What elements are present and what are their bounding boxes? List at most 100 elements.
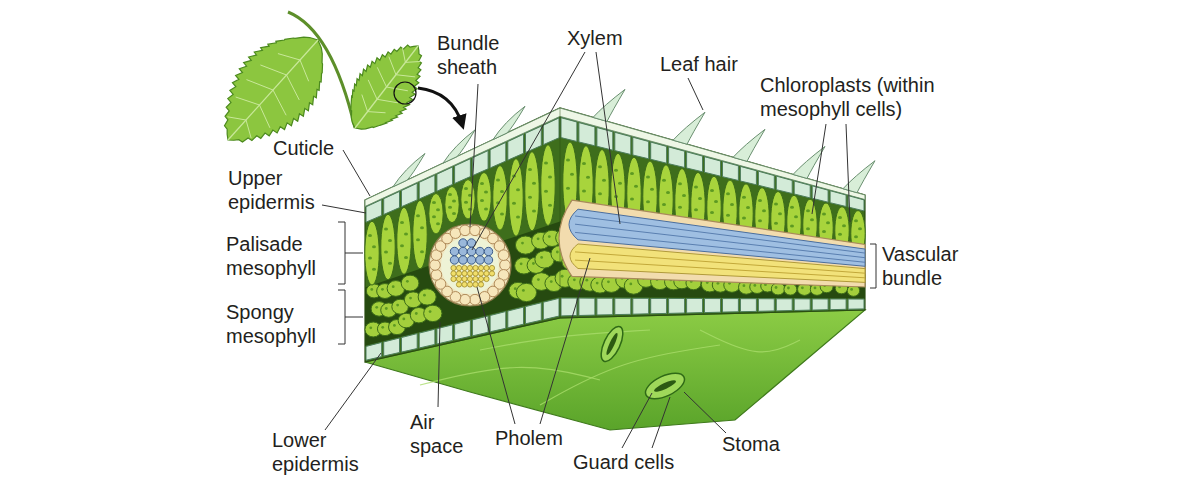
- epidermis-cell: [812, 299, 828, 310]
- palisade-cell: [477, 173, 491, 222]
- leaf-hair: [593, 89, 625, 121]
- chloroplast: [532, 182, 536, 185]
- chloroplast: [400, 244, 404, 247]
- epidermis-cell: [633, 298, 649, 314]
- chloroplast: [743, 284, 746, 287]
- epidermis-cell: [402, 334, 418, 353]
- palisade-cell: [429, 193, 443, 234]
- chloroplast: [532, 210, 536, 213]
- phloem-cell: [462, 271, 467, 276]
- chloroplast: [810, 218, 814, 221]
- leaf-vein: [287, 75, 300, 100]
- chloroplast: [496, 179, 500, 182]
- xylem-vessel: [575, 232, 865, 262]
- chloroplast: [448, 193, 452, 196]
- part-label: Spongy mesophyll: [226, 300, 326, 348]
- spongy-cell: [418, 289, 436, 305]
- chloroplast: [385, 307, 388, 310]
- leader-line: [812, 124, 826, 214]
- epidermis-cell: [776, 176, 792, 193]
- epidermis-cell: [472, 151, 488, 176]
- chloroplast: [375, 306, 378, 309]
- chloroplast: [854, 235, 858, 238]
- palisade-cell: [541, 145, 555, 226]
- epidermis-cell: [740, 299, 756, 312]
- chloroplast: [516, 188, 520, 191]
- phloem-cell: [478, 265, 483, 270]
- leaf-vein: [246, 120, 251, 138]
- chloroplast: [500, 212, 504, 215]
- leaf-vein: [368, 112, 386, 113]
- chloroplast: [415, 312, 418, 315]
- chloroplast: [614, 169, 618, 172]
- epidermis-cell: [455, 159, 471, 184]
- chloroplast: [400, 221, 404, 224]
- phloem-cell: [467, 265, 472, 270]
- zoom-arrow: [418, 88, 462, 124]
- phloem-cell: [462, 282, 467, 287]
- chloroplast: [548, 176, 552, 179]
- epidermis-cell: [830, 299, 846, 310]
- chloroplast: [698, 197, 702, 200]
- chloroplast: [522, 289, 525, 292]
- chloroplast: [666, 191, 670, 194]
- leaf-hair: [733, 129, 765, 161]
- leader-line: [470, 84, 478, 227]
- xylem-cell: [459, 247, 467, 255]
- bracket: [870, 244, 876, 288]
- epidermis-cell: [848, 299, 864, 309]
- chloroplast: [516, 215, 520, 218]
- phloem-cell: [473, 282, 478, 287]
- epidermis-cell: [508, 134, 524, 160]
- chloroplast: [396, 304, 399, 307]
- leader-line: [477, 287, 515, 424]
- palisade-cell: [493, 166, 507, 231]
- xylem-cell: [467, 247, 475, 255]
- leader-line: [540, 258, 590, 424]
- part-label: Bundle sheath: [437, 31, 519, 79]
- phloem-cell: [456, 265, 461, 270]
- phloem-layer: [570, 244, 865, 282]
- chloroplast: [602, 179, 606, 182]
- chloroplast: [484, 191, 488, 194]
- chloroplast: [381, 288, 384, 291]
- palisade-cell: [445, 186, 459, 222]
- underside-vein: [420, 367, 600, 385]
- chloroplast: [452, 199, 456, 202]
- leaf-vein: [362, 95, 368, 112]
- epidermis-cell: [579, 298, 595, 315]
- chloroplast: [762, 209, 766, 212]
- epidermis-cell: [615, 298, 631, 314]
- chloroplast: [758, 219, 762, 222]
- chloroplast: [850, 288, 853, 291]
- leaf-hair: [393, 153, 425, 186]
- epidermis-cell: [687, 299, 703, 314]
- sheath-cell: [430, 260, 441, 271]
- chloroplast: [790, 225, 794, 228]
- epidermis-cell: [384, 191, 400, 214]
- xylem-cell: [476, 256, 484, 264]
- leaf-blade: [351, 45, 422, 129]
- leader-line: [438, 322, 440, 407]
- sheath-cell: [470, 294, 481, 305]
- epidermis-cell: [651, 142, 667, 163]
- xylem-cell: [459, 239, 467, 247]
- leaf-vein: [246, 80, 273, 90]
- epidermis-cell: [687, 152, 703, 172]
- part-label: Vascular bundle: [882, 242, 982, 290]
- chloroplast: [838, 216, 842, 219]
- phloem-cell: [462, 276, 467, 281]
- part-label: Xylem: [567, 26, 623, 50]
- chloroplast: [416, 214, 420, 217]
- phloem-cell: [484, 271, 489, 276]
- chloroplast: [758, 199, 762, 202]
- vascular-bundle-section: [429, 224, 511, 306]
- leaf-hair: [493, 106, 525, 139]
- sheath-cell: [460, 294, 471, 305]
- chloroplast: [566, 159, 570, 162]
- chloroplast: [528, 168, 532, 171]
- chloroplast: [662, 179, 666, 182]
- leaf-sprig: [225, 12, 463, 142]
